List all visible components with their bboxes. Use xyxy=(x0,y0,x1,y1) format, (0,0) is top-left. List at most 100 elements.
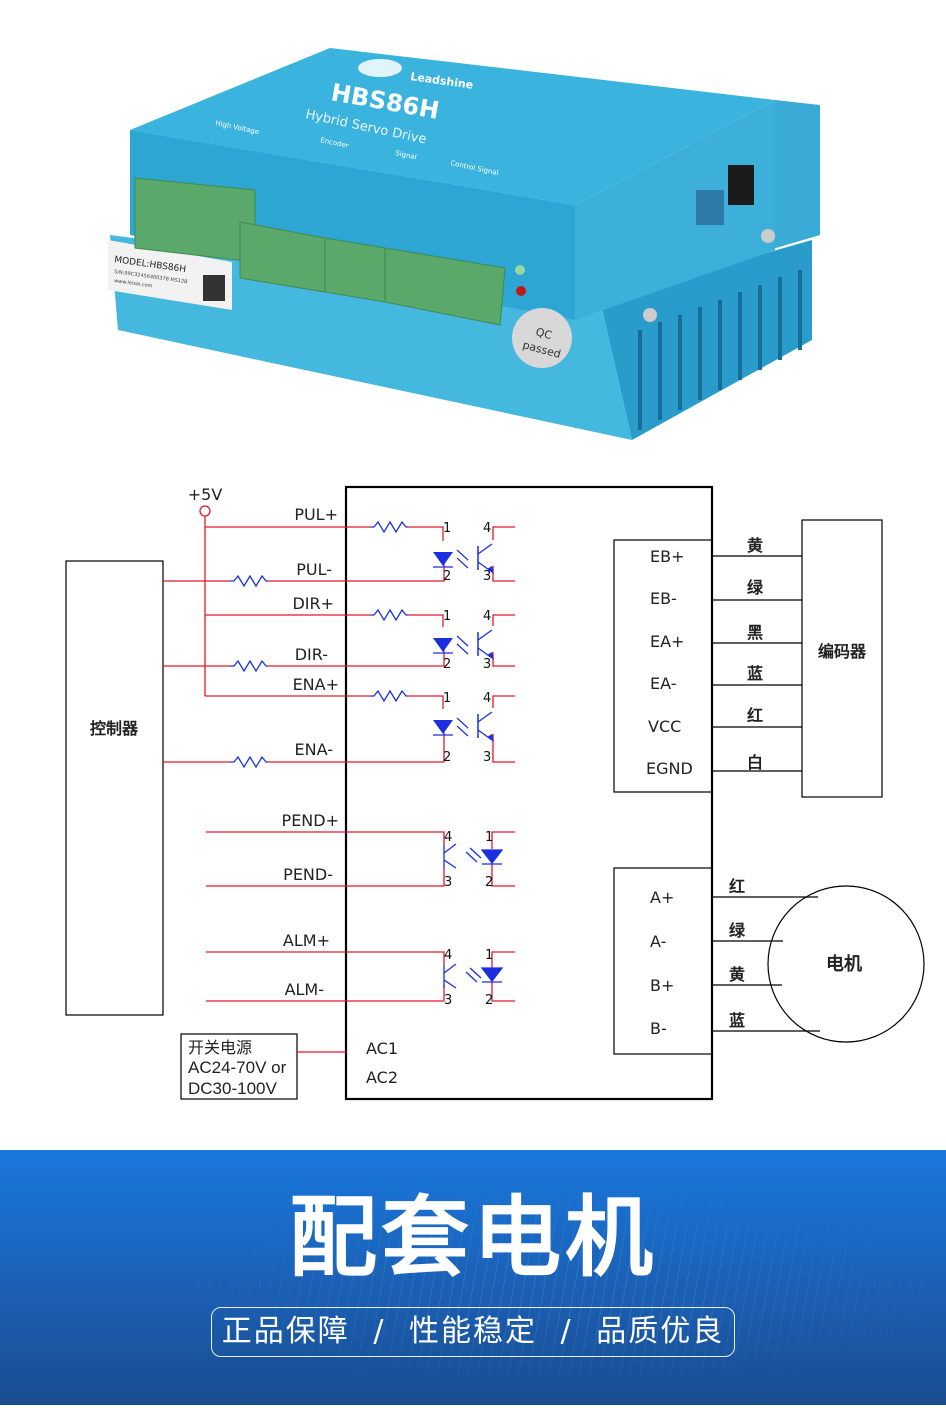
pin-numbers-out: 43 12 43 12 xyxy=(444,830,493,1008)
svg-text:EA+: EA+ xyxy=(650,632,684,651)
encoder-box xyxy=(801,519,883,798)
svg-text:2: 2 xyxy=(485,875,493,890)
svg-text:4: 4 xyxy=(444,830,452,845)
svg-text:1: 1 xyxy=(485,948,493,963)
svg-text:4: 4 xyxy=(483,691,491,706)
label-ac2: AC2 xyxy=(366,1068,398,1087)
power-supply-box xyxy=(180,1033,298,1100)
svg-text:3: 3 xyxy=(483,569,491,584)
power-spec-ac: AC24-70V or xyxy=(188,1058,287,1077)
separator: / xyxy=(373,1314,386,1349)
label-web-text: www.leisai.com xyxy=(114,278,153,289)
label-pul-minus: PUL- xyxy=(296,560,332,579)
svg-text:1: 1 xyxy=(443,691,451,706)
label-pend-minus: PEND- xyxy=(283,865,333,884)
svg-text:黑: 黑 xyxy=(747,623,763,642)
motor-circle xyxy=(767,885,925,1043)
svg-text:4: 4 xyxy=(483,521,491,536)
svg-text:1: 1 xyxy=(443,609,451,624)
optocoupler-ena xyxy=(432,711,495,743)
svg-text:3: 3 xyxy=(444,875,452,890)
encoder-terminal-box xyxy=(613,539,713,793)
label-ac1: AC1 xyxy=(366,1039,398,1058)
label-alm-plus: ALM+ xyxy=(283,931,330,950)
controller-box xyxy=(65,560,164,1016)
svg-text:4: 4 xyxy=(444,948,452,963)
label-alm-minus: ALM- xyxy=(285,980,324,999)
svg-text:3: 3 xyxy=(483,657,491,672)
driver-box xyxy=(344,485,714,1101)
product-photo: Leadshine HBS86H Hybrid Servo Drive High… xyxy=(108,48,820,440)
pin-numbers: 1 2 4 3 1 2 4 3 1 2 4 3 xyxy=(443,521,491,765)
svg-text:1: 1 xyxy=(443,521,451,536)
motor-wire-colors: 红 绿 黄 蓝 xyxy=(729,877,746,1030)
svg-text:绿: 绿 xyxy=(747,578,764,597)
vplus-terminal xyxy=(199,505,211,517)
svg-text:白: 白 xyxy=(747,753,763,772)
svg-text:EB+: EB+ xyxy=(650,547,685,566)
svg-text:EGND: EGND xyxy=(646,759,693,778)
svg-text:B+: B+ xyxy=(650,976,674,995)
optocoupler-pend xyxy=(443,843,504,869)
feature-pill: 正品保障 / 性能稳定 / 品质优良 xyxy=(211,1307,735,1357)
svg-text:B-: B- xyxy=(650,1019,667,1038)
label-ena-minus: ENA- xyxy=(295,740,333,759)
feature-stable: 性能稳定 xyxy=(409,1314,537,1349)
screw xyxy=(761,229,775,243)
qc-text: QC xyxy=(534,325,553,342)
qr-code xyxy=(203,275,225,301)
label-pul-plus: PUL+ xyxy=(294,505,338,524)
svg-text:2: 2 xyxy=(443,750,451,765)
optocoupler-alm xyxy=(443,963,504,989)
svg-text:A-: A- xyxy=(650,932,666,951)
separator: / xyxy=(560,1314,573,1349)
svg-text:红: 红 xyxy=(729,877,745,896)
power-spec-dc: DC30-100V xyxy=(188,1079,277,1098)
svg-text:2: 2 xyxy=(443,657,451,672)
svg-text:2: 2 xyxy=(443,569,451,584)
svg-text:3: 3 xyxy=(483,750,491,765)
label-dir-minus: DIR- xyxy=(295,645,328,664)
svg-text:蓝: 蓝 xyxy=(747,664,763,683)
led-green xyxy=(515,265,525,275)
svg-text:黄: 黄 xyxy=(729,965,745,984)
encoder-wire-colors: 黄 绿 黑 蓝 红 白 xyxy=(747,536,764,772)
label-pend-plus: PEND+ xyxy=(282,811,339,830)
svg-text:蓝: 蓝 xyxy=(729,1011,745,1030)
qc-sticker xyxy=(512,308,572,368)
matching-motor-banner: 配套电机 正品保障 / 性能稳定 / 品质优良 xyxy=(0,1150,946,1405)
power-title: 开关电源 xyxy=(188,1038,252,1057)
svg-text:EB-: EB- xyxy=(650,589,677,608)
terminal-blocks xyxy=(134,177,506,326)
svg-text:4: 4 xyxy=(483,609,491,624)
drive-top xyxy=(130,48,775,205)
encoder-label: 编码器 xyxy=(818,642,867,661)
label-dir-plus: DIR+ xyxy=(292,594,334,613)
model-label xyxy=(108,240,232,310)
svg-text:绿: 绿 xyxy=(729,921,746,940)
wiring-diagram: 控制器 +5V PUL+ PUL- DIR+ DIR- ENA+ ENA- 1 2… xyxy=(65,485,925,1101)
label-ena-plus: ENA+ xyxy=(293,675,339,694)
rj-port xyxy=(728,165,754,205)
motor-label: 电机 xyxy=(826,953,862,975)
feature-genuine: 正品保障 xyxy=(221,1314,350,1349)
svg-text:2: 2 xyxy=(485,993,493,1008)
svg-text:EA-: EA- xyxy=(650,674,676,693)
output-wiring xyxy=(206,831,515,1002)
svg-text:VCC: VCC xyxy=(648,717,681,736)
encoder-terminals: EB+ EB- EA+ EA- VCC EGND xyxy=(646,547,693,778)
svg-text:黄: 黄 xyxy=(747,536,763,555)
svg-text:红: 红 xyxy=(747,706,763,725)
led-red xyxy=(516,286,526,296)
encoder-wires xyxy=(712,555,802,772)
screw xyxy=(643,308,657,322)
motor-terminal-box xyxy=(613,867,713,1055)
feature-quality: 品质优良 xyxy=(596,1314,725,1349)
vplus-label: +5V xyxy=(188,485,223,504)
optocoupler-dir xyxy=(432,629,495,661)
banner-title: 配套电机 xyxy=(288,1186,657,1289)
motor-terminals: A+ A- B+ B- xyxy=(650,888,674,1038)
svg-text:A+: A+ xyxy=(650,888,674,907)
controller-label: 控制器 xyxy=(90,719,139,738)
svg-text:3: 3 xyxy=(444,993,452,1008)
